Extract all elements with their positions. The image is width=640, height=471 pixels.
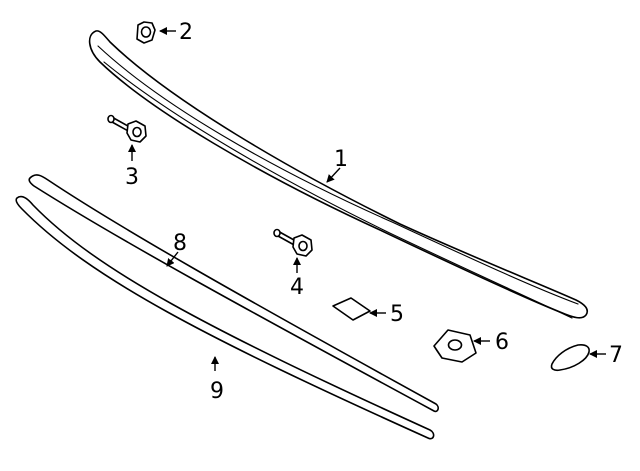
callout-5: 5 [390,302,404,327]
clip-part-6 [433,329,477,363]
seal-strip-part-8 [28,174,439,413]
callout-3: 3 [125,165,139,190]
callout-6: 6 [495,330,509,355]
callout-4: 4 [290,275,304,300]
tape-part-5 [332,297,371,321]
callout-9: 9 [210,379,224,404]
leader-8 [166,251,179,267]
seal-strip-part-9 [15,195,435,440]
spoiler-part-1 [88,30,589,319]
bolt-part-4 [273,228,313,257]
bolt-part-3 [107,114,147,143]
cover-part-7 [550,344,590,372]
callout-8: 8 [173,231,187,256]
callout-1: 1 [334,147,348,172]
callout-7: 7 [609,343,623,368]
leader-1 [326,167,341,183]
callout-2: 2 [179,20,193,45]
nut-part-2 [136,21,156,44]
